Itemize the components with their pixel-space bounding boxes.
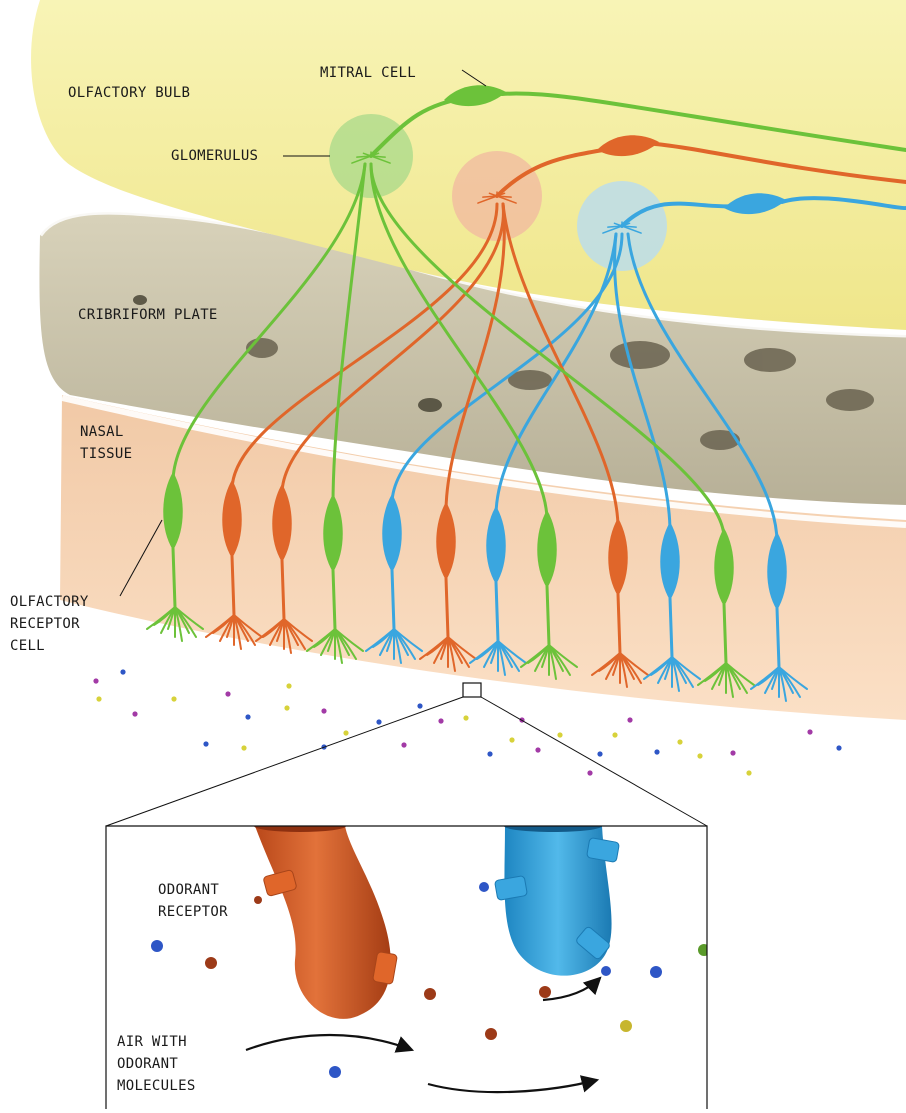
odorant-molecule <box>376 719 381 724</box>
odorant-molecule <box>132 711 137 716</box>
odorant-molecule <box>730 750 735 755</box>
odorant-molecule <box>321 708 326 713</box>
odorant-molecule <box>557 732 562 737</box>
dendrite-stem <box>547 586 549 645</box>
dendrite-stem <box>392 570 394 629</box>
label-air-1: AIR WITH <box>117 1032 187 1052</box>
label-odorant-receptor-2: RECEPTOR <box>158 902 228 922</box>
odorant-molecule <box>612 732 617 737</box>
odorant-molecule <box>284 705 289 710</box>
dendrite-stem <box>282 560 284 619</box>
dendrite-stem <box>173 548 175 607</box>
label-receptor-cell-3: CELL <box>10 636 45 656</box>
odorant-molecule <box>807 729 812 734</box>
label-nasal-tissue-2: TISSUE <box>80 444 132 464</box>
dendrite-stem <box>496 582 498 641</box>
odorant-molecule <box>93 678 98 683</box>
odorant-molecule <box>417 703 422 708</box>
label-odorant-receptor-1: ODORANT <box>158 880 219 900</box>
odorant-molecule <box>746 770 751 775</box>
odorant-molecule <box>401 742 406 747</box>
odorant-molecule <box>120 669 125 674</box>
zoom-box <box>463 683 481 697</box>
odorant-molecule <box>463 715 468 720</box>
dendrite-stem <box>724 604 726 663</box>
odorant-molecule <box>487 751 492 756</box>
dendrite-stem <box>618 594 620 653</box>
odorant-molecule <box>203 741 208 746</box>
label-cribriform-plate: CRIBRIFORM PLATE <box>78 305 218 325</box>
odorant-molecule <box>587 770 592 775</box>
odorant-molecule <box>245 714 250 719</box>
odorant-molecule <box>509 737 514 742</box>
odorant-molecule <box>438 718 443 723</box>
dendrite-stem <box>333 570 335 629</box>
odorant-molecule <box>677 739 682 744</box>
label-nasal-tissue-1: NASAL <box>80 422 124 442</box>
odorant-molecule <box>286 683 291 688</box>
odorant-molecule <box>225 691 230 696</box>
dendrite-stem <box>232 556 234 615</box>
label-mitral-cell: MITRAL CELL <box>320 63 416 83</box>
odorant-molecule <box>597 751 602 756</box>
label-air-2: ODORANT <box>117 1054 178 1074</box>
label-receptor-cell-2: RECEPTOR <box>10 614 80 634</box>
odorant-molecule <box>535 747 540 752</box>
dendrite-stem <box>670 598 672 657</box>
odorant-molecule <box>697 753 702 758</box>
odorant-molecule <box>343 730 348 735</box>
odorant-molecule <box>96 696 101 701</box>
odorant-molecule <box>654 749 659 754</box>
label-air-3: MOLECULES <box>117 1076 196 1096</box>
label-olfactory-bulb: OLFACTORY BULB <box>68 83 190 103</box>
odorant-molecule <box>171 696 176 701</box>
label-receptor-cell-1: OLFACTORY <box>10 592 89 612</box>
odorant-molecule <box>627 717 632 722</box>
dendrite-stem <box>446 578 448 637</box>
odorant-molecule <box>836 745 841 750</box>
inset-panel <box>106 820 710 1109</box>
label-glomerulus: GLOMERULUS <box>171 146 258 166</box>
odorant-molecule <box>241 745 246 750</box>
dendrite-stem <box>777 608 779 667</box>
